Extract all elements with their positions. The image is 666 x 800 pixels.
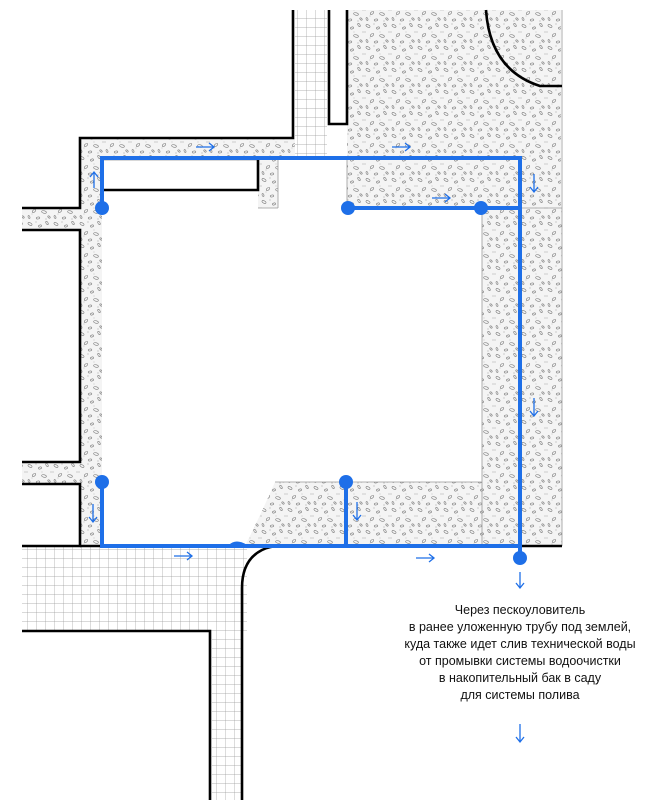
pipe-main-loop: [100, 156, 522, 560]
drain-point: [474, 201, 488, 215]
flow-arrow-right: [392, 142, 412, 152]
note-line: куда также идет слив технической воды: [404, 637, 636, 651]
drain-point: [95, 201, 109, 215]
drain-point: [95, 475, 109, 489]
flow-arrow-right: [174, 551, 194, 561]
flow-arrow-right: [432, 193, 452, 203]
drainage-pipes: [100, 156, 522, 560]
flow-arrow-right: [196, 142, 216, 152]
flow-arrows: [88, 142, 539, 744]
note-line: для системы полива: [460, 688, 580, 702]
pipe-bottom-run: [100, 480, 522, 548]
drain-point: [513, 551, 527, 565]
flow-arrow-right: [416, 553, 436, 563]
flow-arrow-down: [515, 572, 525, 590]
flow-arrow-up: [89, 170, 99, 188]
drainage-note: Через пескоуловитель в ранее уложенную т…: [360, 602, 666, 704]
note-line: от промывки системы водоочистки: [419, 654, 621, 668]
drain-point: [341, 201, 355, 215]
flow-arrow-down: [529, 398, 539, 418]
note-line: в ранее уложенную трубу под землей,: [408, 620, 632, 634]
flow-arrow-down: [529, 174, 539, 194]
flow-arrow-down: [88, 504, 98, 524]
pipe-corner-curve: [227, 541, 249, 549]
note-line: Через пескоуловитель: [454, 603, 586, 617]
tiled-paving: [22, 10, 327, 800]
drain-points: [95, 201, 527, 565]
drain-point: [339, 475, 353, 489]
note-line: в накопительный бак в саду: [438, 671, 602, 685]
flow-arrow-down: [352, 502, 362, 522]
flow-arrow-down: [515, 724, 525, 744]
